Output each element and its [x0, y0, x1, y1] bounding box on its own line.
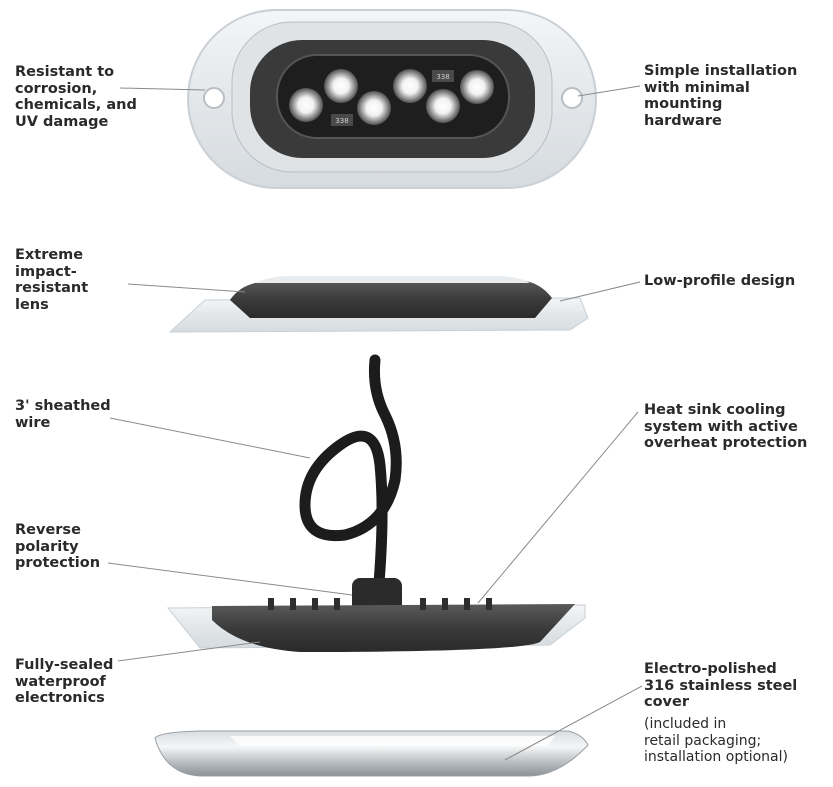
callout-impact-resistant-lens: Extreme impact- resistant lens	[15, 247, 89, 313]
callout-simple-installation: Simple installation with minimal mountin…	[644, 63, 798, 129]
led	[289, 88, 323, 122]
callout-reverse-polarity: Reverse polarity protection	[15, 522, 101, 571]
led	[357, 91, 391, 125]
back-view-light	[166, 354, 586, 652]
steel-cover	[154, 730, 589, 777]
board-chip-bottom	[331, 114, 353, 126]
led	[460, 70, 494, 104]
leader-line-cover	[504, 685, 643, 761]
callout-steel-cover-note: (included in retail packaging; installat…	[644, 716, 788, 765]
callout-steel-cover: Electro-polished 316 stainless steel cov…	[644, 661, 798, 710]
callout-corrosion-resistance: Resistant to corrosion, chemicals, and U…	[15, 64, 137, 130]
callout-waterproof-electronics: Fully-sealed waterproof electronics	[15, 657, 114, 706]
mounting-hole-right	[561, 87, 583, 109]
led-array	[289, 69, 494, 125]
board-chip-bottom-label: 338	[335, 117, 348, 125]
top-view-light: 338 338	[187, 9, 597, 189]
leader-line-sealed	[117, 641, 261, 662]
leader-lines	[107, 85, 643, 761]
heat-sink-body	[212, 604, 575, 652]
leader-line-heat-sink	[477, 411, 639, 604]
callout-heat-sink: Heat sink cooling system with active ove…	[644, 402, 808, 451]
leader-line-wire	[109, 417, 311, 459]
leader-line-polarity	[107, 562, 353, 596]
mounting-hole-left	[203, 87, 225, 109]
led	[426, 89, 460, 123]
led	[393, 69, 427, 103]
callout-sheathed-wire: 3' sheathed wire	[15, 398, 111, 431]
leader-line-lens	[127, 283, 246, 293]
led	[324, 69, 358, 103]
leader-line-low-profile	[559, 281, 641, 302]
board-chip-top-label: 338	[436, 73, 449, 81]
side-view-top-lens	[255, 276, 530, 283]
callout-low-profile: Low-profile design	[644, 273, 796, 289]
board-chip-top	[432, 70, 454, 82]
leader-line-corrosion	[119, 87, 206, 91]
steel-cover-highlight	[230, 736, 555, 746]
side-view-dark-body	[230, 280, 552, 318]
heat-sink-fins	[268, 598, 492, 610]
side-view-light	[168, 276, 589, 333]
wire-grommet	[352, 578, 402, 612]
leader-line-installation	[577, 85, 641, 97]
sheathed-wire	[299, 354, 402, 601]
